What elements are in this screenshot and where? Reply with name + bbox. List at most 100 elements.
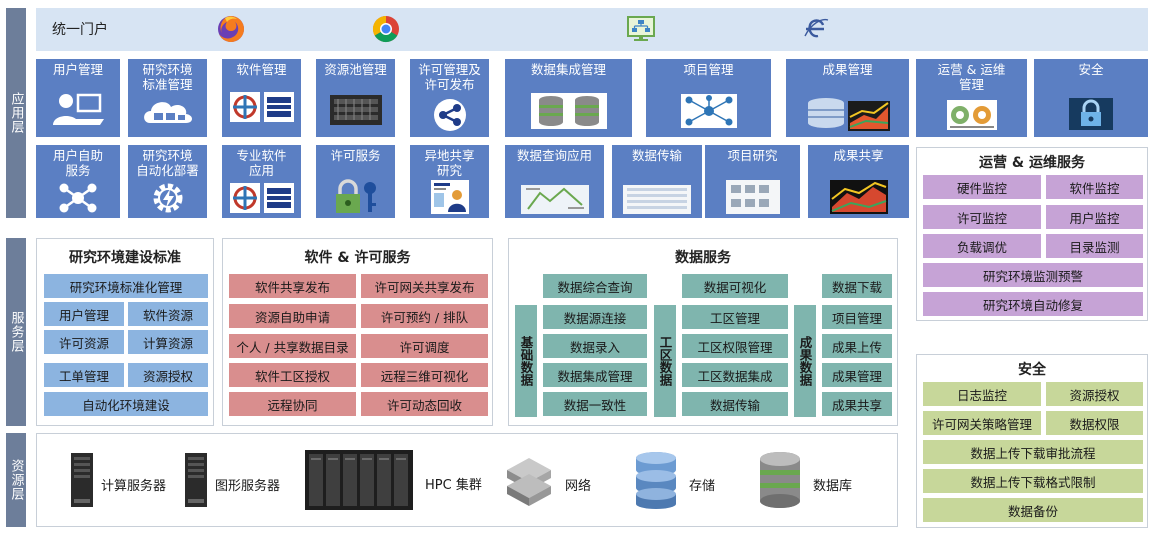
ds-basic-data-label: 基础数据 bbox=[515, 305, 537, 417]
tile-software-management[interactable]: 软件管理 bbox=[222, 59, 301, 137]
env-ticket-management[interactable]: 工单管理 bbox=[44, 363, 124, 387]
sl-software-sharing[interactable]: 软件共享发布 bbox=[229, 274, 356, 298]
sec-log-monitor[interactable]: 日志监控 bbox=[923, 382, 1041, 406]
resource-label: 图形服务器 bbox=[215, 478, 281, 494]
env-compute-resource[interactable]: 计算资源 bbox=[128, 330, 208, 354]
ops-hardware-monitor[interactable]: 硬件监控 bbox=[923, 175, 1041, 199]
env-license-resource[interactable]: 许可资源 bbox=[44, 330, 124, 354]
sl-license-scheduling[interactable]: 许可调度 bbox=[361, 334, 488, 358]
env-software-resource[interactable]: 软件资源 bbox=[128, 302, 208, 326]
resource-panel: 计算服务器 图形服务器 HPC 集群 bbox=[36, 433, 898, 527]
software-logos-icon bbox=[229, 92, 294, 122]
ds-data-entry[interactable]: 数据录入 bbox=[543, 334, 647, 358]
tile-license-service[interactable]: 许可服务 bbox=[316, 145, 395, 218]
ds-results-management[interactable]: 成果管理 bbox=[822, 363, 892, 387]
ops-license-monitor[interactable]: 许可监控 bbox=[923, 205, 1041, 229]
security-title: 安全 bbox=[1018, 362, 1046, 378]
resource-storage[interactable]: 存储 bbox=[631, 448, 715, 512]
tile-license-management[interactable]: 许可管理及 许可发布 bbox=[410, 59, 489, 137]
tile-results-sharing[interactable]: 成果共享 bbox=[808, 145, 909, 218]
tile-professional-software[interactable]: 专业软件 应用 bbox=[222, 145, 301, 218]
layer-bar-application: 应用层 bbox=[6, 8, 26, 218]
ops-env-warning[interactable]: 研究环境监测预警 bbox=[923, 263, 1143, 287]
ops-software-monitor[interactable]: 软件监控 bbox=[1046, 175, 1143, 199]
resource-label: 网络 bbox=[565, 478, 592, 494]
resource-network[interactable]: 网络 bbox=[503, 450, 591, 510]
resource-compute-server[interactable]: 计算服务器 bbox=[67, 450, 166, 510]
sec-transfer-approval[interactable]: 数据上传下载审批流程 bbox=[923, 440, 1143, 464]
tile-env-auto-deploy[interactable]: 研究环境 自动化部署 bbox=[128, 145, 207, 218]
sec-data-backup[interactable]: 数据备份 bbox=[923, 498, 1143, 522]
resource-hpc-cluster[interactable]: HPC 集群 bbox=[303, 444, 482, 514]
ds-download[interactable]: 数据下载 bbox=[822, 274, 892, 298]
ds-results-sharing[interactable]: 成果共享 bbox=[822, 392, 892, 416]
unified-portal-bar: 统一门户 bbox=[36, 8, 1148, 51]
tile-data-transfer[interactable]: 数据传输 bbox=[612, 145, 702, 218]
tile-user-management[interactable]: 用户管理 bbox=[36, 59, 120, 137]
ds-project-management[interactable]: 项目管理 bbox=[822, 305, 892, 329]
sl-workspace-authorization[interactable]: 软件工区授权 bbox=[229, 363, 356, 387]
ds-workspace-management[interactable]: 工区管理 bbox=[682, 305, 788, 329]
cloud-computers-icon bbox=[143, 102, 192, 123]
chrome-icon[interactable] bbox=[371, 14, 401, 44]
sl-license-dynamic-recovery[interactable]: 许可动态回收 bbox=[361, 392, 488, 416]
env-standard-management[interactable]: 研究环境标准化管理 bbox=[44, 274, 208, 298]
ops-load-tuning[interactable]: 负载调优 bbox=[923, 234, 1041, 258]
portal-label: 统一门户 bbox=[52, 22, 108, 38]
ds-visualization[interactable]: 数据可视化 bbox=[682, 274, 788, 298]
ds-integration-management[interactable]: 数据集成管理 bbox=[543, 363, 647, 387]
software-license-panel: 软件 & 许可服务 软件共享发布 许可网关共享发布 资源自助申请 许可预约 / … bbox=[222, 238, 493, 426]
env-standard-title: 研究环境建设标准 bbox=[69, 250, 181, 266]
env-auto-build[interactable]: 自动化环境建设 bbox=[44, 392, 208, 416]
chart-screenshot-icon bbox=[725, 180, 780, 214]
security-panel: 安全 日志监控 资源授权 许可网关策略管理 数据权限 数据上传下载审批流程 数据… bbox=[916, 354, 1148, 528]
tile-security[interactable]: 安全 bbox=[1034, 59, 1148, 137]
tower-server-icon bbox=[185, 453, 207, 507]
resource-graphics-server[interactable]: 图形服务器 bbox=[181, 450, 280, 510]
env-resource-authorization[interactable]: 资源授权 bbox=[128, 363, 208, 387]
ops-user-monitor[interactable]: 用户监控 bbox=[1046, 205, 1143, 229]
tile-project-management[interactable]: 项目管理 bbox=[646, 59, 771, 137]
tile-data-query-app[interactable]: 数据查询应用 bbox=[505, 145, 604, 218]
sec-resource-authorization[interactable]: 资源授权 bbox=[1046, 382, 1143, 406]
resource-database[interactable]: 数据库 bbox=[755, 448, 852, 512]
tile-remote-sharing-research[interactable]: 异地共享 研究 bbox=[410, 145, 489, 218]
database-cylinder-icon bbox=[760, 452, 800, 508]
ops-service-panel: 运营 & 运维服务 硬件监控 软件监控 许可监控 用户监控 负载调优 目录监测 … bbox=[916, 147, 1148, 321]
sl-remote-collaboration[interactable]: 远程协同 bbox=[229, 392, 356, 416]
ds-comprehensive-query[interactable]: 数据综合查询 bbox=[543, 274, 647, 298]
gear-lightning-icon bbox=[153, 183, 182, 213]
tile-ops-management[interactable]: 运营 & 运维 管理 bbox=[916, 59, 1027, 137]
env-user-management[interactable]: 用户管理 bbox=[44, 302, 124, 326]
layer-bar-resource: 资源层 bbox=[6, 433, 26, 527]
server-rack-icon bbox=[329, 95, 382, 125]
ie-icon[interactable] bbox=[801, 14, 831, 44]
tile-resource-pool-management[interactable]: 资源池管理 bbox=[316, 59, 395, 137]
tile-project-research[interactable]: 项目研究 bbox=[705, 145, 800, 218]
tile-user-self-service[interactable]: 用户自助 服务 bbox=[36, 145, 120, 218]
ds-results-upload[interactable]: 成果上传 bbox=[822, 334, 892, 358]
sl-license-reservation[interactable]: 许可预约 / 排队 bbox=[361, 304, 488, 328]
ds-workspace-permission[interactable]: 工区权限管理 bbox=[682, 334, 788, 358]
software-license-title: 软件 & 许可服务 bbox=[304, 250, 411, 266]
tile-data-integration-management[interactable]: 数据集成管理 bbox=[505, 59, 632, 137]
sl-remote-3d-visualization[interactable]: 远程三维可视化 bbox=[361, 363, 488, 387]
ds-consistency[interactable]: 数据一致性 bbox=[543, 392, 647, 416]
ds-data-transfer[interactable]: 数据传输 bbox=[682, 392, 788, 416]
firefox-icon[interactable] bbox=[216, 14, 246, 44]
tile-env-standard-management[interactable]: 研究环境 标准管理 bbox=[128, 59, 207, 137]
tile-results-management[interactable]: 成果管理 bbox=[786, 59, 909, 137]
ops-env-auto-repair[interactable]: 研究环境自动修复 bbox=[923, 292, 1143, 316]
sec-data-permission[interactable]: 数据权限 bbox=[1046, 411, 1143, 435]
ds-workspace-integration[interactable]: 工区数据集成 bbox=[682, 363, 788, 387]
sl-license-gateway-sharing[interactable]: 许可网关共享发布 bbox=[361, 274, 488, 298]
resource-label: HPC 集群 bbox=[425, 477, 482, 493]
sec-gateway-policy[interactable]: 许可网关策略管理 bbox=[923, 411, 1041, 435]
sec-transfer-format-limit[interactable]: 数据上传下载格式限制 bbox=[923, 469, 1143, 493]
monitor-network-icon[interactable] bbox=[626, 14, 656, 44]
software-logos-icon bbox=[229, 183, 294, 213]
ds-source-connection[interactable]: 数据源连接 bbox=[543, 305, 647, 329]
sl-self-service-request[interactable]: 资源自助申请 bbox=[229, 304, 356, 328]
ops-directory-monitor[interactable]: 目录监测 bbox=[1046, 234, 1143, 258]
sl-data-directory[interactable]: 个人 / 共享数据目录 bbox=[229, 334, 356, 358]
